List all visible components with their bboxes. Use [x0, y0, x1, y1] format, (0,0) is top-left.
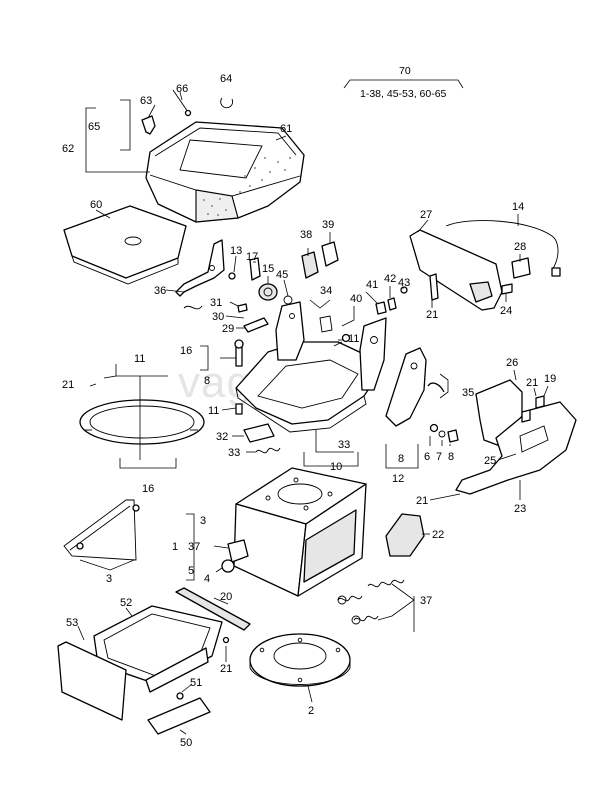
foam-texture	[202, 156, 292, 217]
callout: 13	[230, 245, 242, 257]
wire-frame	[63, 499, 140, 561]
callout: 35	[462, 387, 474, 399]
callout: 11	[134, 353, 145, 365]
callout: 22	[432, 529, 444, 541]
callout: 8	[448, 451, 454, 463]
callout: 21	[416, 495, 428, 507]
callout: 24	[500, 305, 512, 317]
callout: 16	[142, 483, 154, 495]
callout: 4	[204, 573, 210, 585]
callout: 43	[398, 277, 410, 289]
side-bracket	[385, 347, 459, 443]
leader-lines	[77, 91, 549, 735]
callout: 21	[220, 663, 232, 675]
swivel-ring	[79, 399, 205, 445]
callout: 26	[506, 357, 518, 369]
callout: 12	[392, 473, 404, 485]
callout: 52	[120, 597, 132, 609]
callout: 19	[544, 373, 556, 385]
callout: 16	[180, 345, 192, 357]
callout: 25	[484, 455, 496, 467]
callout: 42	[384, 273, 396, 285]
callout: 5	[188, 565, 194, 577]
callout: 3	[200, 515, 206, 527]
callout: 14	[512, 201, 524, 213]
callout: 66	[176, 83, 188, 95]
callout: 37	[420, 595, 432, 607]
handle-pair	[301, 241, 339, 279]
callout: 63	[140, 95, 152, 107]
callout: 53	[66, 617, 78, 629]
callout: 8	[398, 453, 404, 465]
callout: 34	[320, 285, 332, 297]
callout: 20	[220, 591, 232, 603]
callout: 21	[426, 309, 438, 321]
callout: 51	[190, 677, 202, 689]
callout: 3	[106, 573, 112, 585]
callout: 33	[228, 447, 240, 459]
callout: 17	[246, 251, 258, 263]
callout: 60	[90, 199, 102, 211]
callout: 38	[300, 229, 312, 241]
release-lever	[175, 239, 293, 333]
trim-strip	[175, 587, 251, 644]
callout: 28	[514, 241, 526, 253]
callout: 36	[154, 285, 166, 297]
callout: 11	[208, 405, 219, 417]
callout: 11	[348, 333, 359, 345]
callout: 39	[322, 219, 334, 231]
callout: 65	[88, 121, 100, 133]
callout: 2	[308, 705, 314, 717]
callout-labels: 64 66 63 65 62 61 60 39 38 13 17 15 45 3…	[62, 73, 556, 749]
callout: 45	[276, 269, 288, 281]
callout: 62	[62, 143, 74, 155]
storage-drawer	[57, 605, 223, 721]
callout: 41	[366, 279, 378, 291]
callout: 1	[172, 541, 178, 553]
seat-pedestal	[221, 467, 367, 597]
motor-housing	[409, 220, 561, 311]
callout: 30	[212, 311, 224, 323]
callout: 32	[216, 431, 228, 443]
assembly-range: 1-38, 45-53, 60-65	[360, 88, 447, 100]
callout: 27	[420, 209, 432, 221]
callout: 61	[280, 123, 292, 135]
callout: 31	[210, 297, 222, 309]
callout: 7	[436, 451, 442, 463]
callout: 23	[514, 503, 526, 515]
callout: 40	[350, 293, 362, 305]
spring-set	[337, 579, 405, 625]
callout: 50	[180, 737, 192, 749]
seat-cushion	[145, 121, 305, 223]
callout: 21	[526, 377, 538, 389]
rear-cover	[385, 513, 425, 557]
callout: 21	[62, 379, 74, 391]
callout: 10	[330, 461, 342, 473]
callout: 33	[338, 439, 350, 451]
assembly-number: 70	[399, 65, 411, 77]
callout: 8	[204, 375, 210, 387]
fastener-group	[141, 89, 234, 135]
callout: 37	[188, 541, 200, 553]
seat-base-frame	[235, 301, 387, 433]
turntable-plate	[249, 633, 351, 687]
callout: 15	[262, 263, 274, 275]
assembly-note: 70 1-38, 45-53, 60-65	[343, 65, 464, 100]
bolt-group	[234, 286, 408, 454]
callout: 6	[424, 451, 430, 463]
callout: 64	[220, 73, 232, 85]
side-trim	[455, 379, 577, 495]
callout: 29	[222, 323, 234, 335]
cushion-pad	[63, 205, 187, 285]
mounting-plate	[147, 692, 211, 735]
